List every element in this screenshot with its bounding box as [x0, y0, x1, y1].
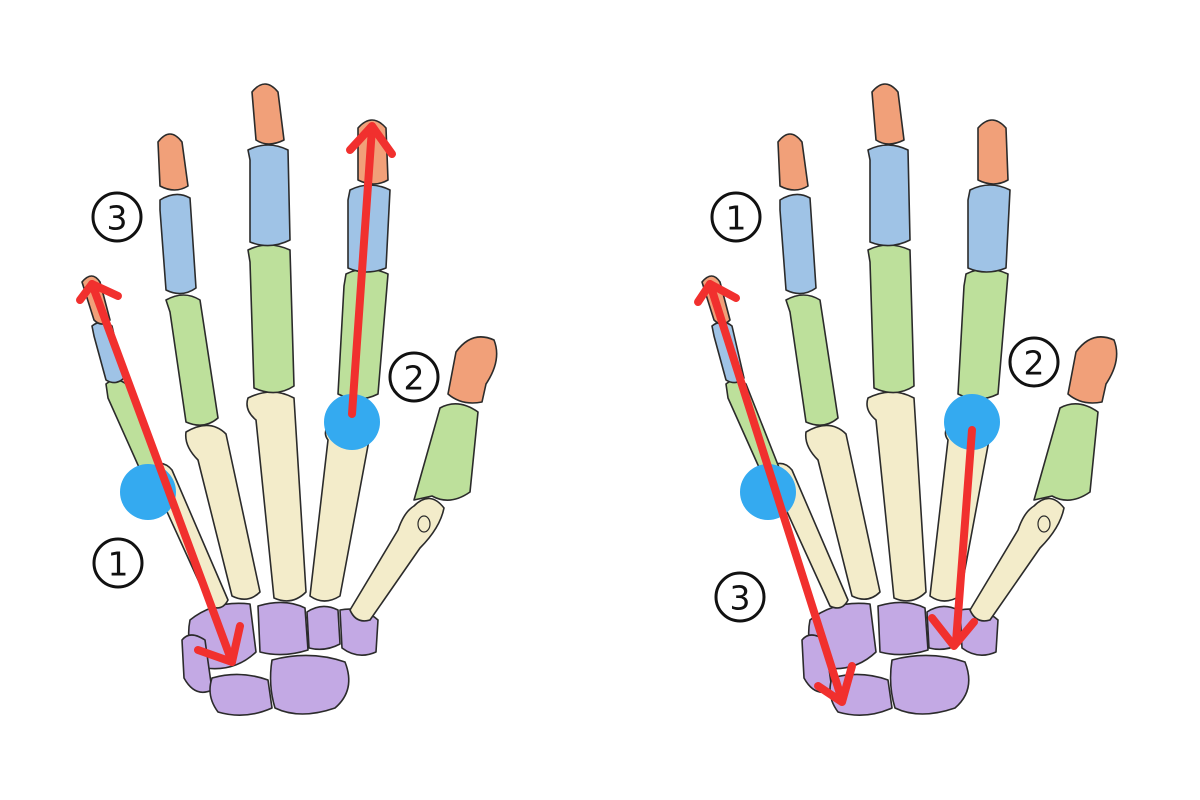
right-label-1-text: 1 — [726, 199, 747, 238]
left-joint-marker-index — [324, 394, 380, 450]
right-label-3: 3 — [714, 571, 766, 623]
right-arrow-index-down — [928, 426, 978, 650]
right-label-2: 2 — [1008, 336, 1060, 388]
right-hand-diagram: 1 2 3 — [694, 83, 1118, 717]
left-label-1: 1 — [92, 537, 144, 589]
left-label-1-text: 1 — [108, 545, 129, 584]
left-label-2: 2 — [388, 351, 440, 403]
left-label-2-text: 2 — [404, 359, 425, 398]
right-joint-marker-index — [944, 394, 1000, 450]
right-label-3-text: 3 — [730, 579, 751, 618]
left-hand-skeleton — [81, 83, 498, 717]
left-hand-diagram: 1 2 3 — [76, 83, 498, 717]
left-arrow-index-up — [346, 122, 396, 418]
left-arrow-pinky-bidirectional — [76, 280, 244, 666]
left-label-3-text: 3 — [107, 199, 128, 238]
right-hand-skeleton — [701, 83, 1118, 717]
right-label-2-text: 2 — [1024, 344, 1045, 383]
left-label-3: 3 — [91, 191, 143, 243]
right-label-1: 1 — [710, 191, 762, 243]
right-arrow-pinky-bidirectional — [694, 280, 856, 706]
